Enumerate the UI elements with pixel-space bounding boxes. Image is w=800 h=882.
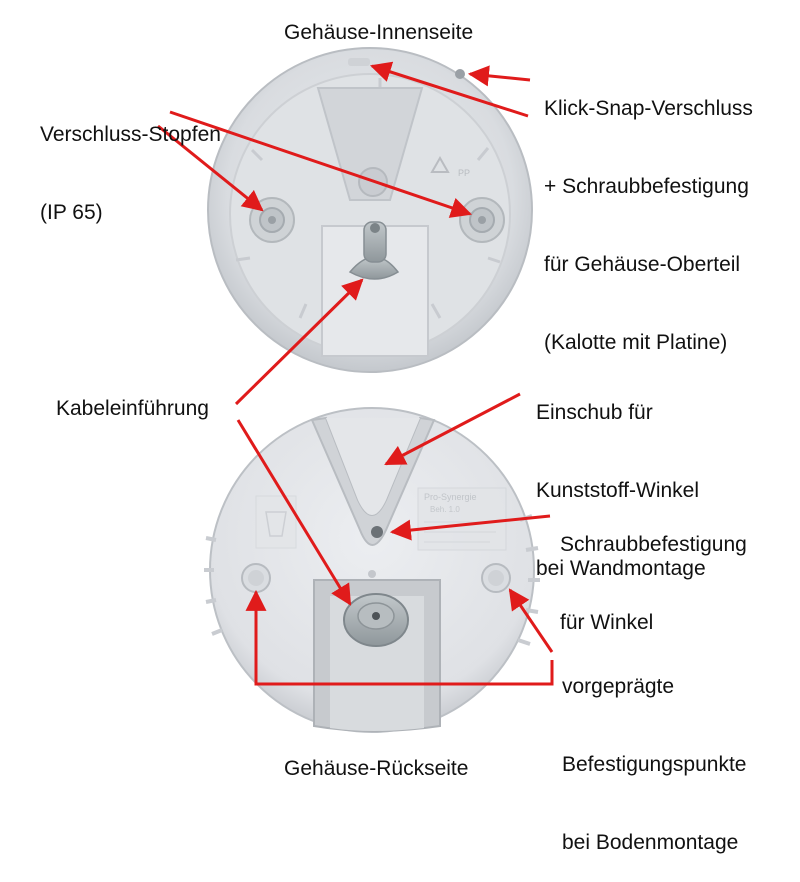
plug-label: Verschluss-Stopfen (IP 65) [40,70,221,252]
inner-side-title: Gehäuse-Innenseite [284,21,474,44]
slot-line: Kunststoff-Winkel [536,479,700,502]
arrow-screw-bracket [389,514,551,541]
snap-lock-line: (Kalotte mit Platine) [544,331,728,354]
floor-points-line: bei Bodenmontage [562,831,739,854]
arrow-cable-bottom [236,419,352,606]
snap-lock-line: für Gehäuse-Oberteil [544,253,741,276]
screw-mount-line: Schraubbefestigung [560,533,747,556]
slot-inner [326,418,420,515]
arrow-cable-top [234,278,364,406]
snap-clip [348,58,370,66]
housing-photo-scene: PP [157,47,554,733]
arrow-plug-left [157,124,264,212]
housing-back-side: Pro-Synergie Beh. 1.0 [204,407,540,733]
slot-line: bei Wandmontage [536,557,706,580]
cable-grommet-top [348,221,400,280]
plug-right [459,197,505,243]
plug-line: (IP 65) [40,201,103,224]
alignment-mark [368,570,376,578]
floor-points-line: vorgeprägte [562,675,675,698]
svg-text:PP: PP [458,168,470,178]
back-side-title: Gehäuse-Rückseite [284,757,469,780]
plug-line: Verschluss-Stopfen [40,123,221,146]
arrow-plug-right [169,110,472,218]
annotation-arrows [157,61,554,686]
snap-lock-line: Klick-Snap-Verschluss [544,97,753,120]
arrow-slot [384,392,521,466]
floor-mount-point-left [241,563,271,593]
screw-mount-line: für Winkel [560,611,654,634]
svg-text:Beh. 1.0: Beh. 1.0 [430,505,460,514]
slot-label: Einschub für Kunststoff-Winkel bei Wandm… [536,348,706,608]
slot-line: Einschub für [536,401,653,424]
recycle-mark-icon: PP [430,155,470,178]
snap-lock-line: + Schraubbefestigung [544,175,749,198]
snap-lock-label: Klick-Snap-Verschluss + Schraubbefestigu… [544,44,753,382]
cable-grommet-bottom [343,593,409,647]
screw-hole-bracket [371,526,383,538]
arrow-snap-clip [467,65,531,87]
svg-text:Pro-Synergie: Pro-Synergie [424,492,477,502]
screw-mount-label: Schraubbefestigung für Winkel [560,480,747,662]
floor-points-line: Befestigungspunkte [562,753,747,776]
product-sticker: Pro-Synergie Beh. 1.0 [417,487,507,551]
screw-hole-top [455,69,465,79]
arrow-floor-left [245,589,554,686]
floor-mount-point-right [481,563,511,593]
arrow-snap-top [370,61,529,118]
floor-points-label: vorgeprägte Befestigungspunkte bei Boden… [562,622,746,882]
arrow-floor-right [508,588,554,653]
cable-entry-label: Kabeleinführung [56,397,209,420]
housing-inner-side: PP [207,47,533,373]
